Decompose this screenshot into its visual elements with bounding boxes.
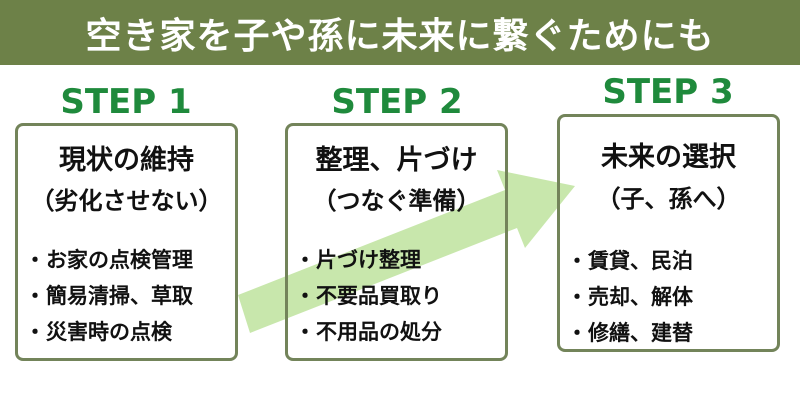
step-1-list: ・お家の点検管理 ・簡易清掃、草取 ・災害時の点検 [24,242,194,350]
bullet-icon: ・ [24,248,46,272]
step-2-title: 整理、片づけ [315,145,478,176]
list-item: ・お家の点検管理 [24,242,194,278]
step-2-subtitle: （つなぐ準備） [312,187,481,215]
page-title: 空き家を子や孫に未来に繋ぐためにも [85,15,715,57]
list-item: ・売却、解体 [566,279,694,315]
list-item: ・不用品の処分 [294,314,443,350]
bullet-icon: ・ [566,285,588,309]
list-item: ・賃貸、民泊 [566,243,694,279]
step-1-title: 現状の維持 [59,145,194,176]
list-item: ・災害時の点検 [24,314,193,350]
bullet-icon: ・ [24,284,46,308]
list-item-text: 片づけ整理 [316,248,421,272]
bullet-icon: ・ [24,320,46,344]
bullet-icon: ・ [294,248,316,272]
step-3-label: STEP 3 [602,72,734,112]
step-3-title: 未来の選択 [601,142,736,173]
step-2-label: STEP 2 [331,82,463,122]
list-item: ・不要品買取り [294,278,443,314]
bullet-icon: ・ [566,321,588,345]
list-item: ・片づけ整理 [294,242,442,278]
step-3-card: 未来の選択 （子、孫へ） ・賃貸、民泊 ・売却、解体 ・修繕、建替 [557,114,780,352]
list-item-text: 簡易清掃、草取 [46,284,193,308]
list-item-text: 災害時の点検 [46,320,172,344]
step-1-label: STEP 1 [60,82,192,122]
list-item: ・簡易清掃、草取 [24,278,194,314]
list-item-text: 売却、解体 [588,285,693,309]
step-1-card: 現状の維持 （劣化させない） ・お家の点検管理 ・簡易清掃、草取 ・災害時の点検 [15,123,238,361]
bullet-icon: ・ [294,284,316,308]
step-1-subtitle: （劣化させない） [30,187,223,215]
step-3-subtitle: （子、孫へ） [596,185,741,213]
list-item-text: お家の点検管理 [46,248,193,272]
list-item-text: 賃貸、民泊 [588,249,693,273]
list-item-text: 修繕、建替 [588,321,693,345]
step-2-card: 整理、片づけ （つなぐ準備） ・片づけ整理 ・不要品買取り ・不用品の処分 [285,123,508,361]
bullet-icon: ・ [566,249,588,273]
step-3-list: ・賃貸、民泊 ・売却、解体 ・修繕、建替 [566,243,694,351]
list-item: ・修繕、建替 [566,315,694,351]
list-item-text: 不用品の処分 [316,320,442,344]
header-banner: 空き家を子や孫に未来に繋ぐためにも [0,0,800,65]
step-2-list: ・片づけ整理 ・不要品買取り ・不用品の処分 [294,242,443,350]
list-item-text: 不要品買取り [316,284,442,308]
bullet-icon: ・ [294,320,316,344]
